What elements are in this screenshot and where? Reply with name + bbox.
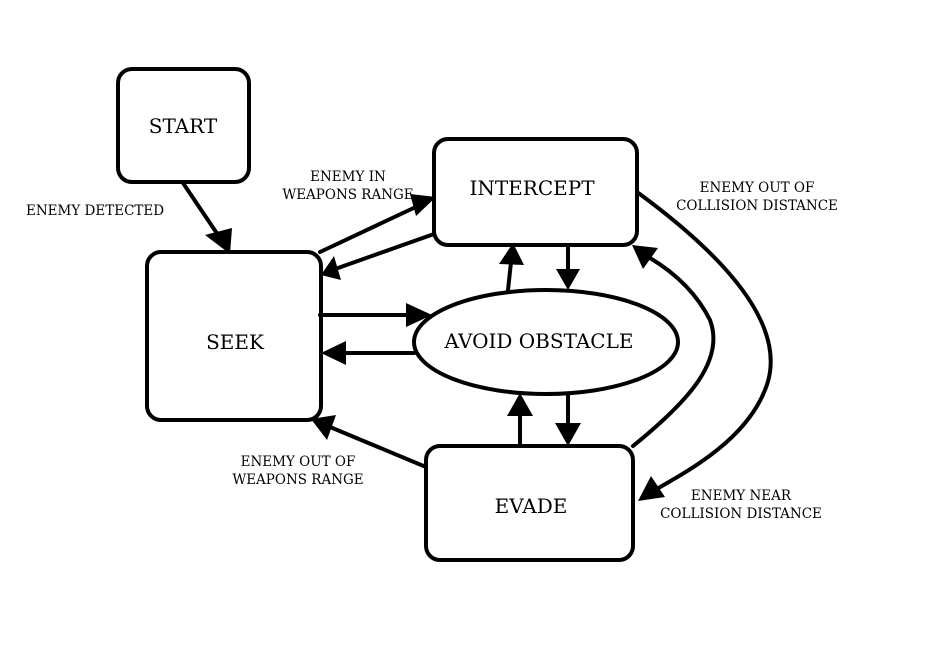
edge-start-to-seek [181, 181, 232, 254]
node-evade: EVADE [424, 444, 635, 562]
edge-evade-to-seek [311, 415, 428, 469]
edge-avoid-to-intercept [499, 243, 524, 292]
edge-intercept-to-evade [635, 190, 773, 501]
edge-evade-to-avoid [507, 393, 533, 445]
node-seek: SEEK [145, 250, 323, 422]
edge-avoid-to-evade [555, 392, 581, 446]
edge-avoid-to-seek [321, 341, 416, 365]
label-enemy-near-collision-line1: ENEMY NEAR [691, 488, 792, 504]
node-avoid-obstacle: AVOID OBSTACLE [412, 288, 680, 396]
label-enemy-detected: ENEMY DETECTED [26, 203, 164, 219]
label-enemy-out-of-collision-line1: ENEMY OUT OF [700, 180, 815, 196]
label-enemy-near-collision-line2: COLLISION DISTANCE [660, 506, 822, 522]
node-avoid-obstacle-label: AVOID OBSTACLE [444, 329, 634, 353]
label-enemy-in-weapons-range-line2: WEAPONS RANGE [282, 187, 413, 203]
node-start-label: START [149, 114, 218, 138]
edge-intercept-to-seek [321, 232, 436, 280]
label-enemy-out-of-weapons-line1: ENEMY OUT OF [241, 454, 356, 470]
node-evade-label: EVADE [495, 494, 568, 518]
edge-intercept-to-avoid [556, 243, 580, 290]
label-enemy-in-weapons-range-line1: ENEMY IN [310, 169, 386, 185]
node-intercept-label: INTERCEPT [469, 176, 595, 200]
node-start: START [116, 67, 251, 184]
edge-seek-to-avoid [318, 303, 432, 327]
label-enemy-out-of-collision-line2: COLLISION DISTANCE [676, 198, 838, 214]
label-enemy-near-collision-distance: ENEMY NEAR COLLISION DISTANCE [660, 488, 822, 522]
label-enemy-out-of-collision-distance: ENEMY OUT OF COLLISION DISTANCE [676, 180, 838, 214]
edge-seek-to-intercept [318, 194, 436, 254]
label-enemy-in-weapons-range: ENEMY IN WEAPONS RANGE [282, 169, 413, 203]
edge-evade-to-intercept [631, 245, 716, 448]
label-enemy-out-of-weapons-range: ENEMY OUT OF WEAPONS RANGE [232, 454, 363, 488]
label-enemy-out-of-weapons-line2: WEAPONS RANGE [232, 472, 363, 488]
node-intercept: INTERCEPT [432, 137, 639, 247]
node-seek-label: SEEK [206, 330, 265, 354]
